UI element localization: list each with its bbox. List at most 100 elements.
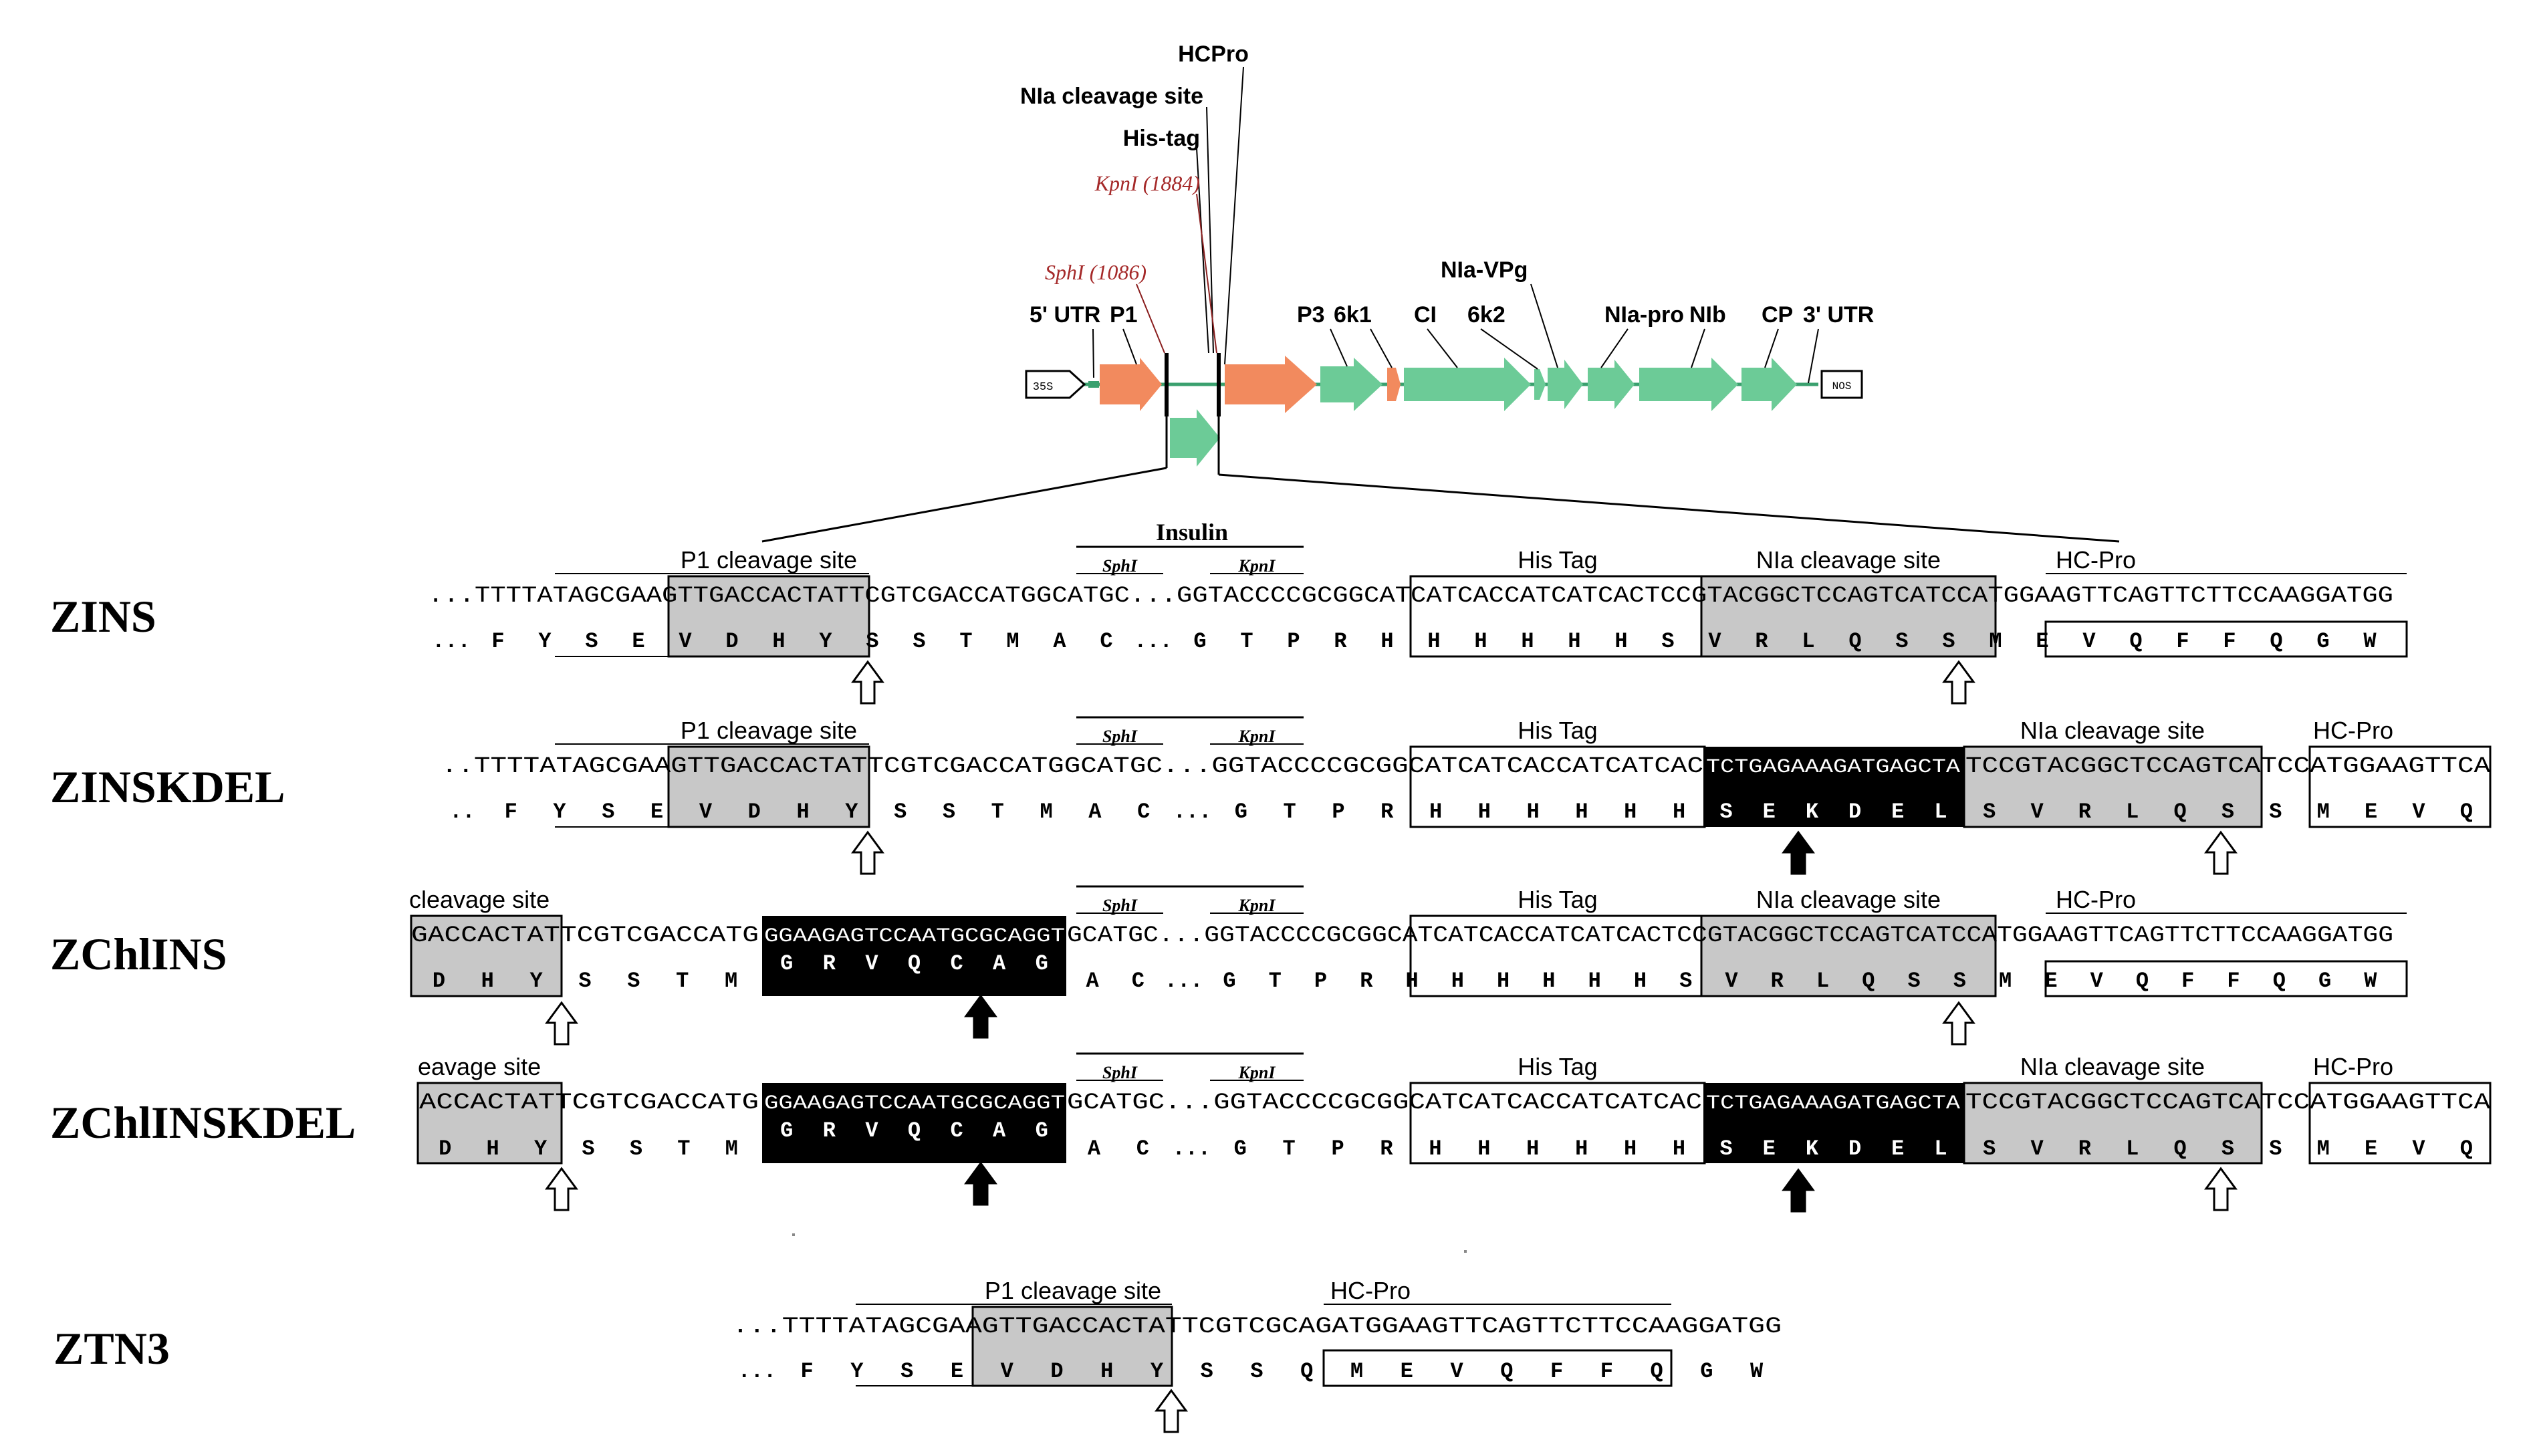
label-nia-pro: NIa-pro [1604,302,1684,328]
amino-acid: R [1755,629,1768,654]
ci-gene-arrow [1404,358,1531,411]
amino-acid: V [1708,629,1721,654]
leader-p1 [1122,328,1137,365]
cleavage-arrow-open-icon [851,660,884,705]
amino-acid: H [1497,969,1510,993]
construct-name: ZINS [50,591,156,642]
amino-acid: W [1750,1359,1764,1384]
amino-acid: ... [1173,1136,1211,1161]
dna-sequence-b: GCATGC...GGTACCCCGCGGCATCATCACCATCATCAC [1067,1090,1702,1116]
amino-acid: K [1806,800,1819,824]
leader-vpg [1530,283,1558,368]
amino-acid: H [1575,800,1588,824]
label-sphi: SphI (1086) [1045,260,1147,284]
amino-acid: E [1891,800,1904,824]
amino-acid: Q [908,1118,921,1143]
amino-acid: M [2317,1136,2330,1161]
amino-acid: S [1983,800,1996,824]
his-tag-box [1409,745,1706,828]
p1-label: cleavage site [409,886,550,913]
construct-name: ZINSKDEL [50,761,285,812]
terminator-nos [1820,370,1863,399]
amino-acid: T [677,1136,690,1161]
amino-acid: F [801,1359,814,1384]
amino-acid: H [1427,629,1440,654]
k62-gene-arrow [1534,369,1546,400]
kdel-box [1703,1083,1964,1163]
amino-acid: H [1429,1136,1441,1161]
expand-line-right [1218,473,2120,543]
amino-acid: Q [1650,1359,1663,1384]
amino-acid: L [1934,800,1947,824]
nia-vpg-gene-arrow [1548,360,1583,409]
amino-acid: G [1036,1118,1048,1143]
cleavage-arrow-open-icon [2204,1167,2238,1211]
dna-sequence-b: TCCGTACGGCTCCAGTCATCCATGGAAGTTCA [1965,754,2491,779]
construct-zinskdel: ZINSKDEL P1 cleavage site SphI KpnI His … [50,716,2492,875]
amino-acid: L [2126,1136,2139,1161]
leader-cp [1764,328,1779,368]
leader-utr3 [1808,328,1819,384]
amino-acid: H [1478,800,1491,824]
amino-acid: S [900,1359,913,1384]
label-p1: P1 [1110,302,1138,328]
dna-sequence-chl: GGAAGAGTCCAATGCGCAGGT [764,1092,1065,1115]
amino-acid: Y [819,629,832,654]
amino-acid: ... [432,629,471,654]
amino-acid: T [1283,1136,1296,1161]
amino-acid: S [1953,969,1966,993]
sph-label: SphI [1102,1063,1138,1082]
kdel-box [1703,747,1964,827]
amino-acid: M [1006,629,1019,654]
amino-acid: V [2412,1136,2425,1161]
dna-sequence-a: ..TTTTATAGCGAAGTTGACCACTATTCGTCGACCATGGC… [441,754,1703,779]
cleavage-arrows [545,994,1975,1046]
cleavage-arrows [851,830,2238,875]
dna-sequence-a: GACCACTATTCGTCGACCATG [411,923,759,949]
amino-acid: Q [2174,1136,2187,1161]
leader-nla [1206,106,1214,354]
amino-acid: H [1474,629,1487,654]
label-6k1: 6k1 [1334,302,1372,328]
amino-acid: D [725,629,738,654]
amino-acid: G [780,1118,793,1143]
amino-acid: V [865,1118,878,1143]
cleavage-arrow-filled-icon [1782,830,1815,875]
cleavage-arrows [1155,1388,1188,1433]
amino-acid: S [1942,629,1955,654]
amino-acid: Y [534,1136,548,1161]
sph-label: SphI [1102,896,1138,915]
amino-acid: S [627,969,640,993]
kpn-label: KpnI [1238,727,1276,746]
amino-acid: S [602,800,614,824]
label-cp: CP [1762,302,1793,328]
amino-acid: E [2044,969,2057,993]
construct-zchlins: ZChlINS cleavage site SphI KpnI His Tag … [50,885,2408,1046]
leader-kpn [1196,193,1217,354]
amino-acid: S [1661,629,1674,654]
amino-acid: A [1053,629,1066,654]
hcpro-box [1322,1349,1673,1387]
amino-acid: F [2223,629,2236,654]
amino-acid: H [1568,629,1580,654]
amino-acid: W [2364,969,2377,993]
amino-acid: L [1934,1136,1947,1161]
leader-nib [1691,328,1705,368]
amino-acid: G [1235,800,1247,824]
amino-acid: Y [553,800,566,824]
amino-acid: Q [2270,629,2282,654]
amino-acid: S [2221,1136,2234,1161]
amino-acid: S [1719,800,1732,824]
his-label: His Tag [1518,546,1597,574]
amino-acid: E [632,629,644,654]
amino-acid: L [1816,969,1829,993]
amino-acid: D [433,969,445,993]
amino-acid: H [1429,800,1442,824]
amino-acid: R [1380,800,1394,824]
amino-acid: S [578,969,591,993]
cleavage-arrows [851,660,1975,705]
amino-acid: L [1802,629,1814,654]
insert-right-bar [1217,353,1221,416]
hcpro-label: HC-Pro [2313,717,2393,744]
